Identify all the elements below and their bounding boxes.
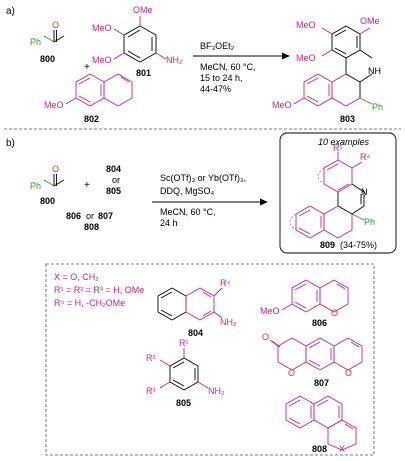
part-a-label: a) bbox=[6, 6, 15, 17]
plus-sign: + bbox=[84, 62, 90, 73]
compound-number-800: 800 bbox=[40, 196, 55, 206]
plus-sign: + bbox=[84, 180, 90, 191]
r4-label: R⁴ bbox=[360, 152, 370, 162]
partner-or-2: or bbox=[86, 211, 94, 221]
meo-label-1: MeO bbox=[296, 20, 316, 30]
lactone-oxygen: O bbox=[288, 368, 295, 378]
structure-804: R⁴ NH₂ 804 bbox=[157, 278, 237, 338]
structure-808: X 808 bbox=[285, 395, 357, 454]
benzaldehyde-800-b: O Ph 800 bbox=[30, 164, 65, 206]
benzaldehyde-800-a: O Ph 800 bbox=[30, 20, 65, 64]
condition-line-2: DDQ, MgSO₄ bbox=[160, 186, 215, 196]
ome-label: OMe bbox=[360, 16, 380, 26]
r1-label: R¹ bbox=[333, 143, 343, 153]
condition-line-1: MeCN, 60 °C, bbox=[200, 62, 256, 72]
examples-caption: 10 examples bbox=[318, 137, 370, 147]
meo-label-3: MeO bbox=[272, 100, 292, 110]
meo-label-2: MeO bbox=[296, 53, 316, 63]
r4-definition: R⁴ = H, -CH₂OMe bbox=[54, 298, 125, 308]
structure-805: R¹ R² R³ NH₂ 805 bbox=[146, 338, 225, 408]
r-definition: R¹ = R² = R³ = H, OMe bbox=[54, 285, 144, 295]
phenyl-label: Ph bbox=[30, 181, 41, 191]
phenyl-label: Ph bbox=[364, 217, 375, 227]
compound-number-804: 804 bbox=[188, 328, 203, 338]
compound-number-800: 800 bbox=[40, 54, 55, 64]
condition-line-2: 15 to 24 h, bbox=[200, 73, 243, 83]
x-label: X bbox=[339, 444, 345, 454]
x-definition: X = O, CH₂ bbox=[54, 272, 99, 282]
meo-label: MeO bbox=[260, 306, 280, 316]
product-809: 10 examples R¹ R⁴ N Ph 809 (34-75%) bbox=[279, 132, 397, 254]
structure-806: MeO O 806 bbox=[260, 279, 349, 328]
ring-oxygen: O bbox=[331, 308, 338, 318]
partner-806: 806 bbox=[66, 211, 81, 221]
product-box bbox=[279, 132, 397, 254]
phenyl-label: Ph bbox=[30, 37, 41, 47]
variable-ring-upper bbox=[317, 167, 325, 185]
condition-line-3: MeCN, 60 °C, bbox=[160, 207, 216, 217]
pyran-oxygen: O bbox=[345, 368, 352, 378]
r2-label: R² bbox=[146, 353, 156, 363]
carbonyl-oxygen: O bbox=[52, 20, 59, 30]
meo-label: MeO bbox=[44, 100, 64, 110]
condition-line-4: 24 h bbox=[160, 218, 178, 228]
structure-807: O O O 807 bbox=[262, 332, 363, 388]
structure-legend-box bbox=[45, 263, 375, 456]
r1-label: R¹ bbox=[179, 338, 189, 348]
trimethoxyaniline-801: OMe MeO MeO NH₂ 801 bbox=[92, 5, 183, 78]
ome-label-top: OMe bbox=[133, 5, 153, 15]
partner-805: 805 bbox=[106, 186, 121, 196]
compound-number-808: 808 bbox=[312, 444, 327, 454]
yield-range: (34-75%) bbox=[340, 240, 377, 250]
compound-number-807: 807 bbox=[314, 378, 329, 388]
phenyl-label: Ph bbox=[372, 102, 383, 112]
meo-label-lower: MeO bbox=[92, 55, 112, 65]
amine-label: NH₂ bbox=[220, 317, 237, 327]
part-b-label: b) bbox=[6, 138, 15, 149]
compound-number-805: 805 bbox=[176, 398, 191, 408]
partner-808: 808 bbox=[84, 222, 99, 232]
methoxy-dihydronaphthalene-802: MeO 802 bbox=[44, 73, 133, 124]
variable-ring-lower bbox=[289, 213, 297, 231]
nitrogen-label: N bbox=[361, 187, 368, 197]
reagent-bf3: BF₃OEt₂ bbox=[200, 41, 235, 51]
compound-number-801: 801 bbox=[136, 68, 151, 78]
partner-804: 804 bbox=[106, 164, 121, 174]
reaction-arrow-b bbox=[152, 198, 268, 206]
compound-number-806: 806 bbox=[312, 318, 327, 328]
compound-number-803: 803 bbox=[340, 114, 355, 124]
partner-807: 807 bbox=[98, 211, 113, 221]
nh-label: NH bbox=[368, 66, 381, 76]
condition-line-1: Sc(OTf)₃ or Yb(OTf)₃, bbox=[160, 173, 246, 183]
amine-label: NH₂ bbox=[208, 386, 225, 396]
compound-number-802: 802 bbox=[84, 114, 99, 124]
r3-label: R³ bbox=[146, 386, 156, 396]
carbonyl-oxygen: O bbox=[52, 164, 59, 174]
amine-label: NH₂ bbox=[166, 55, 183, 65]
reaction-arrow-a bbox=[193, 52, 290, 60]
r4-label: R⁴ bbox=[220, 278, 230, 288]
meo-label-upper: MeO bbox=[92, 23, 112, 33]
carbonyl-oxygen: O bbox=[262, 332, 269, 342]
partner-or-1: or bbox=[112, 175, 120, 185]
condition-line-3: 44-47% bbox=[200, 84, 231, 94]
product-803: OMe MeO MeO NH Ph MeO 803 bbox=[272, 16, 383, 124]
compound-number-809: 809 bbox=[320, 240, 335, 250]
